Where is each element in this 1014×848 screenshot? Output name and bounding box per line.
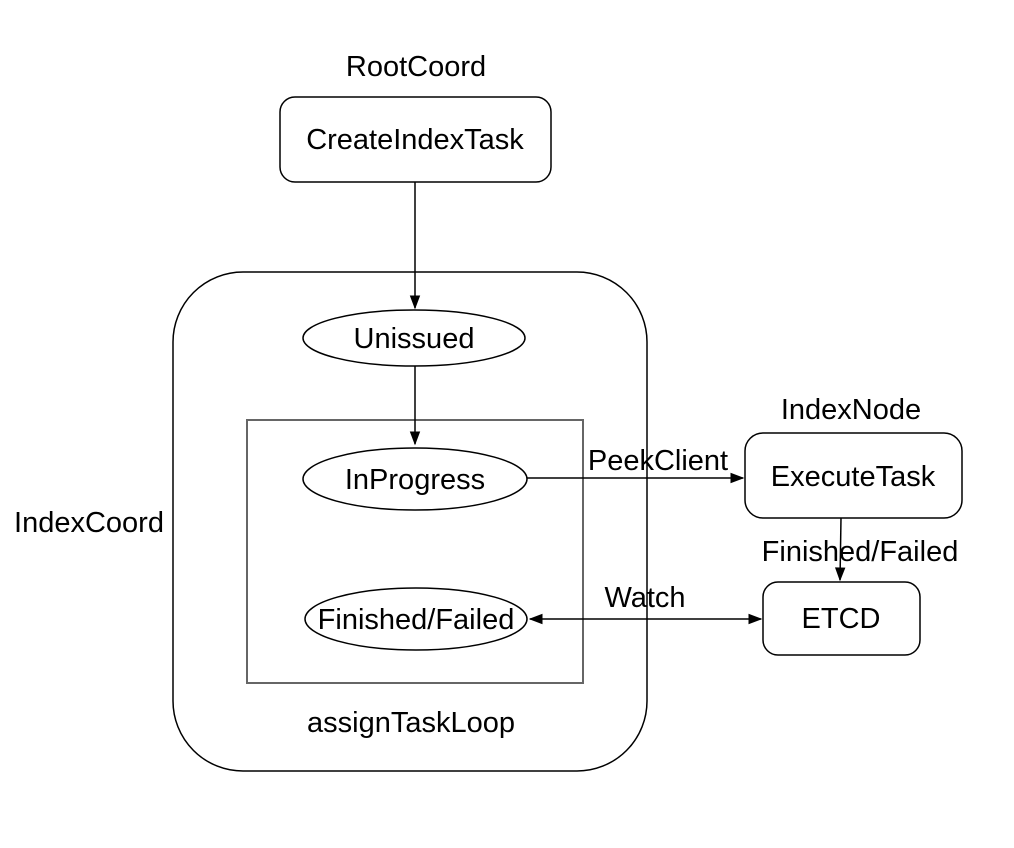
finished-failed-state-node	[304, 587, 528, 651]
execute-task-label: ExecuteTask	[771, 461, 936, 493]
watch-edge-label: Watch	[604, 582, 685, 614]
index-coord-container	[172, 271, 648, 772]
index-node-label: IndexNode	[781, 394, 921, 426]
etcd-label: ETCD	[802, 603, 881, 635]
edge-executetask-to-etcd	[834, 517, 846, 582]
in-progress-state-node	[302, 447, 528, 511]
create-index-task-node	[279, 96, 552, 183]
etcd-node	[762, 581, 921, 656]
unissued-state-node	[302, 309, 526, 367]
unissued-label: Unissued	[354, 323, 475, 355]
finished-failed-label: Finished/Failed	[318, 604, 515, 636]
assign-task-loop-label: assignTaskLoop	[307, 707, 515, 739]
peek-client-edge-label: PeekClient	[588, 445, 728, 477]
in-progress-label: InProgress	[345, 464, 485, 496]
create-index-task-label: CreateIndexTask	[306, 124, 524, 156]
execute-task-node	[744, 432, 963, 519]
root-coord-label: RootCoord	[346, 51, 486, 83]
finished-failed-edge-label: Finished/Failed	[762, 536, 959, 568]
index-coord-label: IndexCoord	[14, 507, 164, 539]
